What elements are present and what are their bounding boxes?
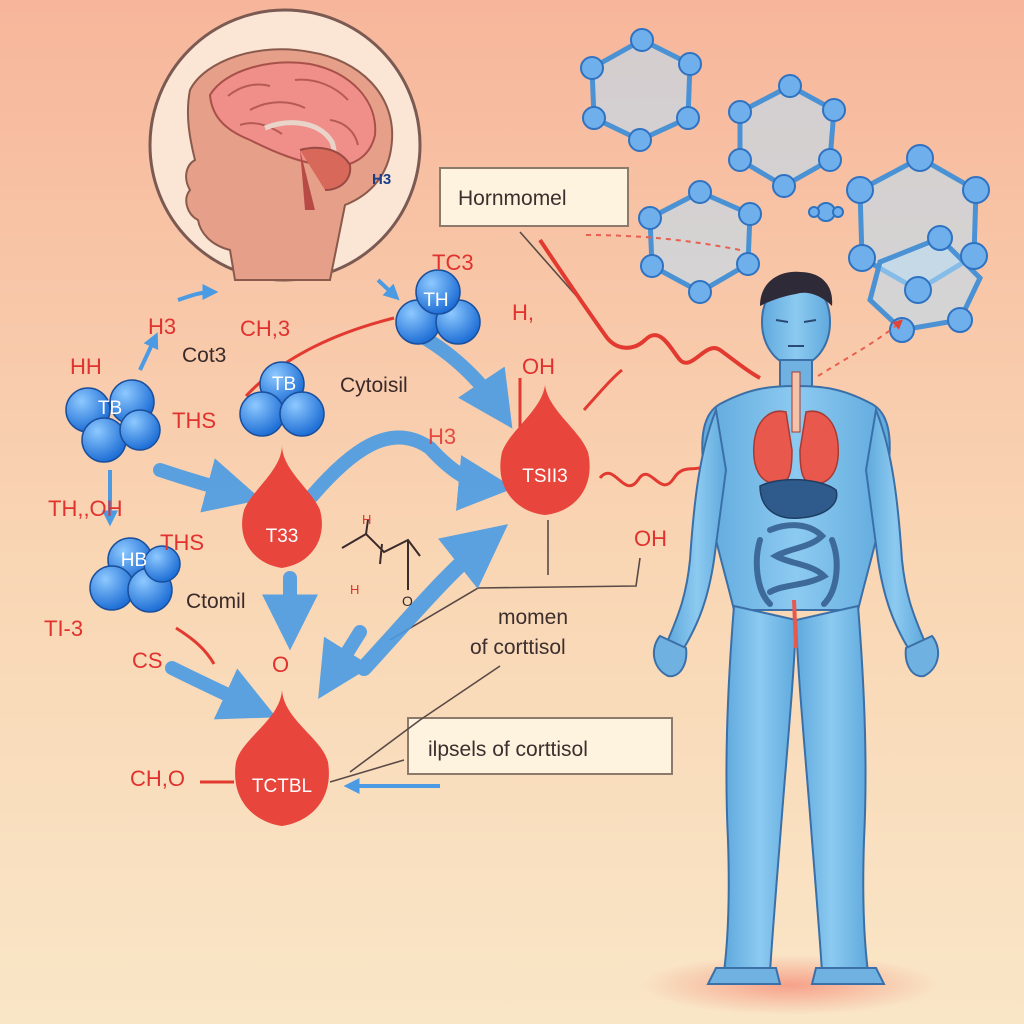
label-ch3o: CH,O [130, 766, 185, 791]
label-h-oh: H, [512, 300, 534, 325]
hormone-callout-box: Hornmomel [439, 167, 629, 227]
brain-label: H3 [372, 171, 391, 188]
floor-glow [640, 955, 940, 1015]
label-cot3: Cot3 [182, 344, 226, 367]
molecule-d: HB [89, 537, 181, 613]
human-body-figure [652, 271, 940, 985]
chemical-skeleton [341, 519, 421, 590]
chem-h2-label: H [350, 582, 359, 597]
chem-h-label: H [362, 512, 371, 527]
thin-blue-arrows [102, 278, 440, 794]
node-b-label: TSII3 [522, 466, 567, 487]
label-cs: CS [132, 648, 163, 673]
blue-flow-arrows [153, 323, 515, 720]
leader-lines [329, 231, 641, 783]
molecule-a: TB [65, 379, 161, 463]
label-ti3: TI-3 [44, 616, 83, 641]
label-ctomil: Ctomil [186, 590, 246, 613]
moment-text-line1: momen [498, 606, 568, 629]
label-o-node: O [272, 652, 289, 677]
label-tc3: TC3 [432, 250, 474, 275]
hormone-callout-text: Hornmomel [458, 187, 567, 210]
node-c-label: TCTBL [252, 776, 312, 797]
moment-text-line2: of corttisol [470, 636, 566, 659]
label-oh-2: OH [634, 526, 667, 551]
label-h3-top: H3 [148, 314, 176, 339]
label-oh-1: OH [522, 354, 555, 379]
molecule-atoms-decor [580, 28, 990, 343]
molecule-b: TH [395, 269, 481, 345]
label-h3-mid: H3 [428, 424, 456, 449]
chem-o-label: O [402, 593, 413, 609]
molecule-a-label: TB [98, 398, 122, 419]
molecule-c: TB [239, 361, 325, 437]
node-c: TCTBL [235, 690, 329, 826]
molecule-d-label: HB [121, 550, 147, 571]
node-b: TSII3 [500, 385, 590, 515]
red-dashed-lines [585, 234, 903, 377]
label-ths-1: THS [172, 408, 216, 433]
molecule-c-label: TB [272, 374, 296, 395]
node-a: T33 [242, 445, 322, 568]
label-ch3: CH,3 [240, 316, 290, 341]
label-cytoisil: Cytoisil [340, 374, 408, 397]
brain-head-illustration [148, 8, 422, 282]
levels-callout-box: ilpsels of corttisol [407, 717, 673, 775]
levels-callout-text: ilpsels of corttisol [428, 738, 588, 761]
label-th-oh: TH,,OH [48, 496, 123, 521]
label-ths-2: THS [160, 530, 204, 555]
molecule-b-label: TH [423, 290, 448, 311]
label-hh: HH [70, 354, 102, 379]
node-a-label: T33 [266, 526, 299, 547]
